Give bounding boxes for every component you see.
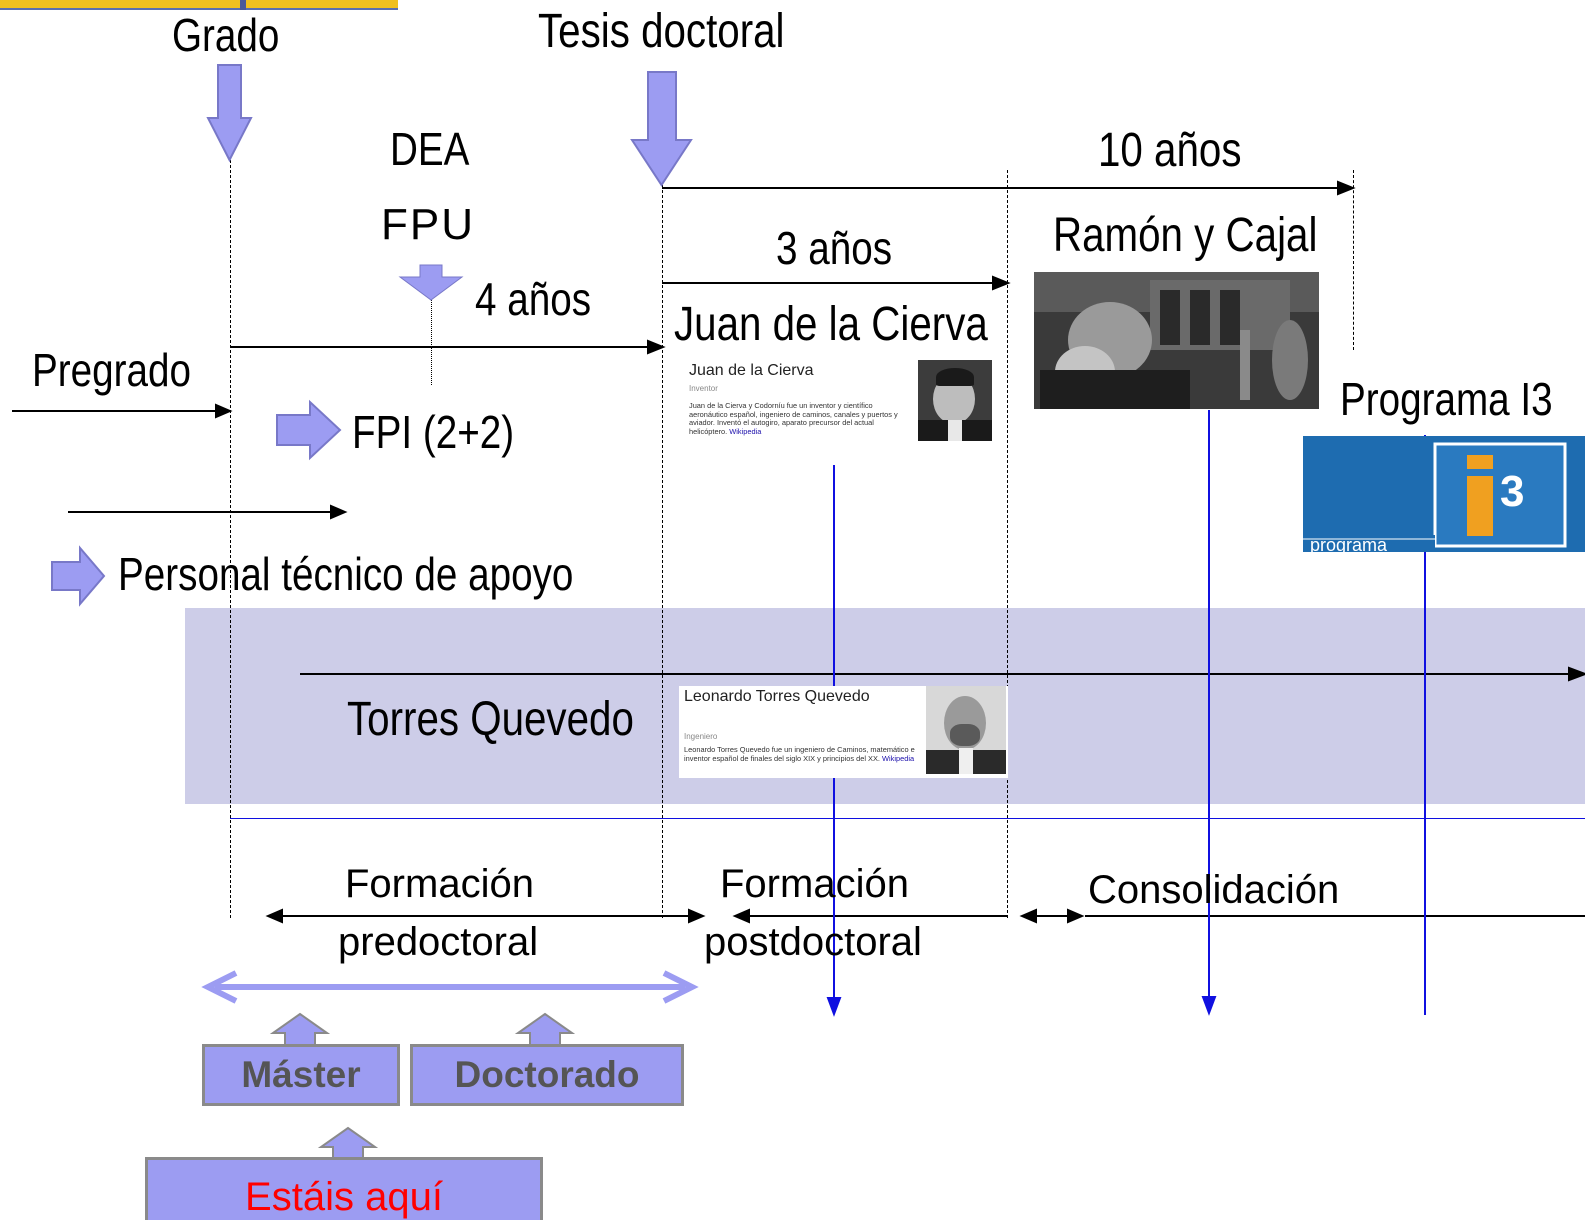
ten-years-arrow [662,180,1356,196]
fpu-label: FPU [381,200,475,249]
master-up-arrow [269,1012,331,1046]
consolidacion-gap-arrow [1019,908,1085,924]
predoctoral-line2: predoctoral [338,920,539,964]
i3-logo-word: programa [1310,535,1388,555]
i3-logo-mark: 3 [1500,467,1524,516]
pregrado-label: Pregrado [32,344,191,396]
juan-de-la-cierva-label: Juan de la Cierva [674,298,988,351]
dea-label: DEA [390,123,470,175]
separator-line [230,818,1585,819]
cierva-card-desc-text: Juan de la Cierva y Codorníu fue un inve… [689,401,898,436]
torres-card-name: Leonardo Torres Quevedo [684,688,870,705]
three-years-label: 3 años [776,222,893,274]
programa-i3-logo: 3 programa [1303,436,1585,555]
fpi-label: FPI (2+2) [352,406,515,458]
doctorado-up-arrow [514,1012,576,1046]
fpu-guide-line [431,300,432,385]
torres-card-role: Ingeniero [684,732,718,741]
ramon-end-guide-line [1353,170,1354,350]
personal-right-arrow [51,545,106,607]
tesis-doctoral-label: Tesis doctoral [538,5,785,58]
programa-i3-label: Programa I3 [1340,373,1553,425]
ten-years-label: 10 años [1098,124,1242,177]
fpi-line-arrow [68,504,348,520]
header-fragment [0,0,398,10]
predoctoral-double-arrow [265,908,706,924]
grado-label: Grado [172,9,280,61]
doctorado-box: Doctorado [410,1044,684,1106]
cierva-portrait [918,360,992,441]
master-box: Máster [202,1044,400,1106]
ramon-y-cajal-photo [1034,272,1319,409]
torres-portrait [926,686,1006,774]
torres-card-desc-text: Leonardo Torres Quevedo fue un ingeniero… [684,745,915,763]
cierva-knowledge-card: Juan de la Cierva Inventor Juan de la Ci… [683,358,995,444]
four-years-arrow [230,339,666,355]
consolidacion-label: Consolidación [1088,868,1340,912]
cierva-card-desc: Juan de la Cierva y Codorníu fue un inve… [689,401,911,436]
tesis-guide-line [662,185,663,918]
pregrado-arrow [12,403,233,419]
four-years-label: 4 años [475,273,592,325]
three-years-arrow [662,275,1011,291]
torres-quevedo-label: Torres Quevedo [347,693,634,746]
torres-card-desc: Leonardo Torres Quevedo fue un ingeniero… [684,745,924,763]
cierva-end-guide-line [1007,170,1008,918]
master-doctorado-double-arrow [201,970,699,1004]
ramon-blue-line [1201,410,1217,1016]
here-box: Estáis aquí [145,1157,543,1220]
personal-tecnico-label: Personal técnico de apoyo [118,548,574,600]
torres-quevedo-arrow [300,666,1585,682]
postdoctoral-line1: Formación [720,862,909,906]
fpi-right-arrow [276,399,342,461]
header-fragment-divider [240,0,246,10]
fpu-down-arrow [398,264,464,301]
torres-card-link[interactable]: Wikipedia [882,753,915,763]
here-up-arrow [317,1126,379,1159]
grado-down-arrow [206,64,253,163]
cierva-card-name: Juan de la Cierva [689,362,814,379]
postdoctoral-double-arrow [732,908,1007,924]
postdoctoral-line2: postdoctoral [704,920,922,964]
grado-guide-line [230,160,231,918]
ramon-y-cajal-label: Ramón y Cajal [1053,209,1318,262]
predoctoral-line1: Formación [345,862,534,906]
tesis-down-arrow [630,71,693,187]
cierva-card-role: Inventor [689,384,718,393]
cierva-card-link[interactable]: Wikipedia [729,426,762,436]
torres-knowledge-card: Leonardo Torres Quevedo Ingeniero Leonar… [679,686,1008,778]
